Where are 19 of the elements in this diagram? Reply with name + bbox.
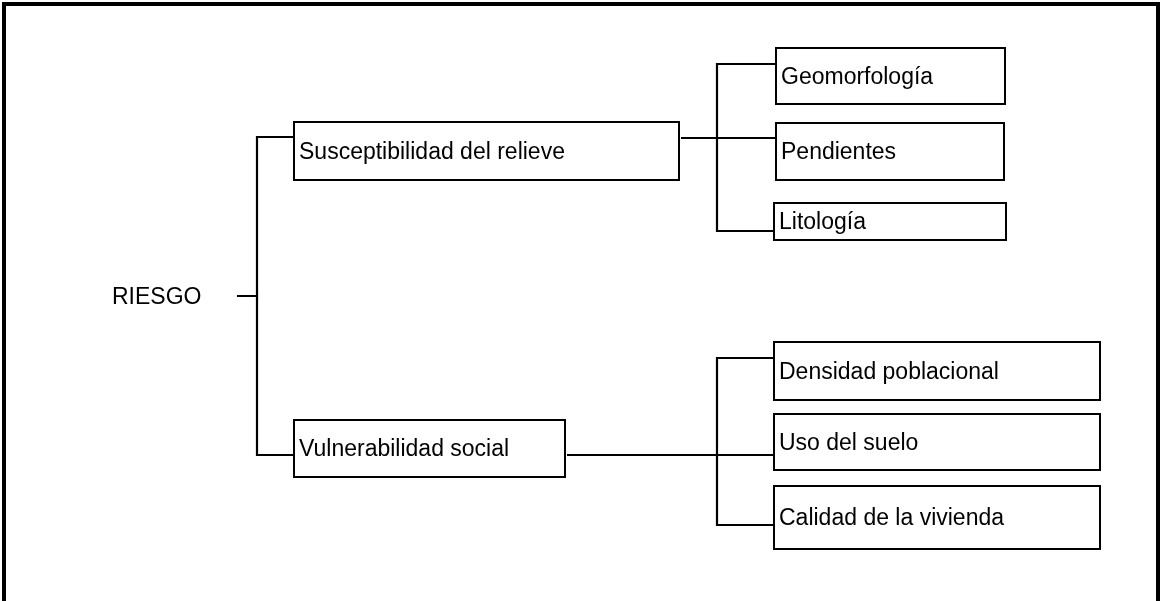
connector-line xyxy=(681,136,773,233)
category-box xyxy=(775,47,1006,105)
node-text: Calidad de la vivienda xyxy=(779,504,1005,531)
node-text: Pendientes xyxy=(781,138,897,165)
category-box xyxy=(773,413,1101,471)
node-text: Vulnerabilidad social xyxy=(299,435,510,462)
category-box xyxy=(293,419,566,478)
node-text: Susceptibilidad del relieve xyxy=(299,137,565,165)
node-text: Uso del suelo xyxy=(779,428,919,456)
node-text: Geomorfología xyxy=(781,62,934,90)
connector-line xyxy=(567,453,773,527)
root-label: RIESGO xyxy=(112,282,202,310)
node-text: Densidad poblacional xyxy=(779,357,999,385)
category-box xyxy=(773,341,1101,401)
category-box xyxy=(293,121,680,181)
node-text: Litología xyxy=(779,208,866,235)
category-box xyxy=(773,202,1007,241)
category-box xyxy=(773,485,1101,550)
category-box xyxy=(775,122,1005,181)
